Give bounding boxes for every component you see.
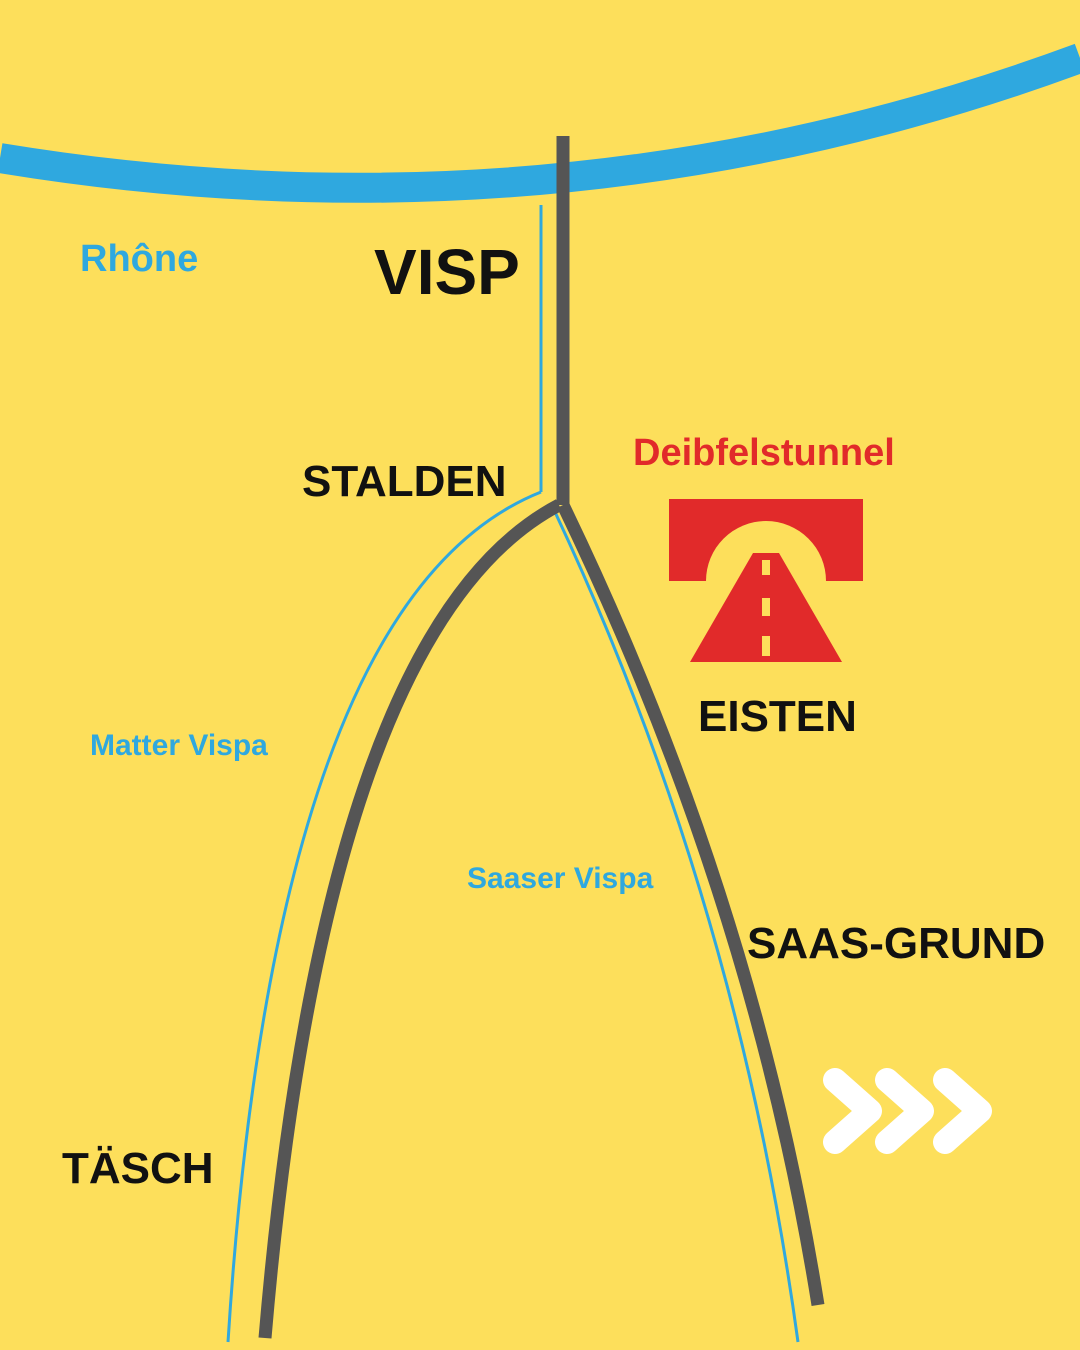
matter-vispa-river [226, 490, 542, 1343]
tasch-label: TÄSCH [62, 1144, 214, 1193]
triple-chevron-right-icon [823, 1068, 992, 1154]
tunnel-label: Deibfelstunnel [633, 432, 895, 474]
eisten-label: EISTEN [698, 692, 857, 741]
tunnel-road-icon [669, 499, 863, 662]
saaser-vispa-river [553, 511, 800, 1343]
visp-label: VISP [374, 236, 520, 308]
stalden-label: STALDEN [302, 457, 507, 506]
saas-grund-label: SAAS-GRUND [747, 919, 1045, 968]
rhone-river [0, 43, 1080, 203]
road-to-saas-grund [557, 502, 825, 1307]
matter-vispa-label: Matter Vispa [90, 729, 268, 762]
road-to-tasch [258, 499, 563, 1339]
saaser-vispa-label: Saaser Vispa [467, 862, 654, 895]
rhone-label: Rhône [80, 238, 198, 280]
